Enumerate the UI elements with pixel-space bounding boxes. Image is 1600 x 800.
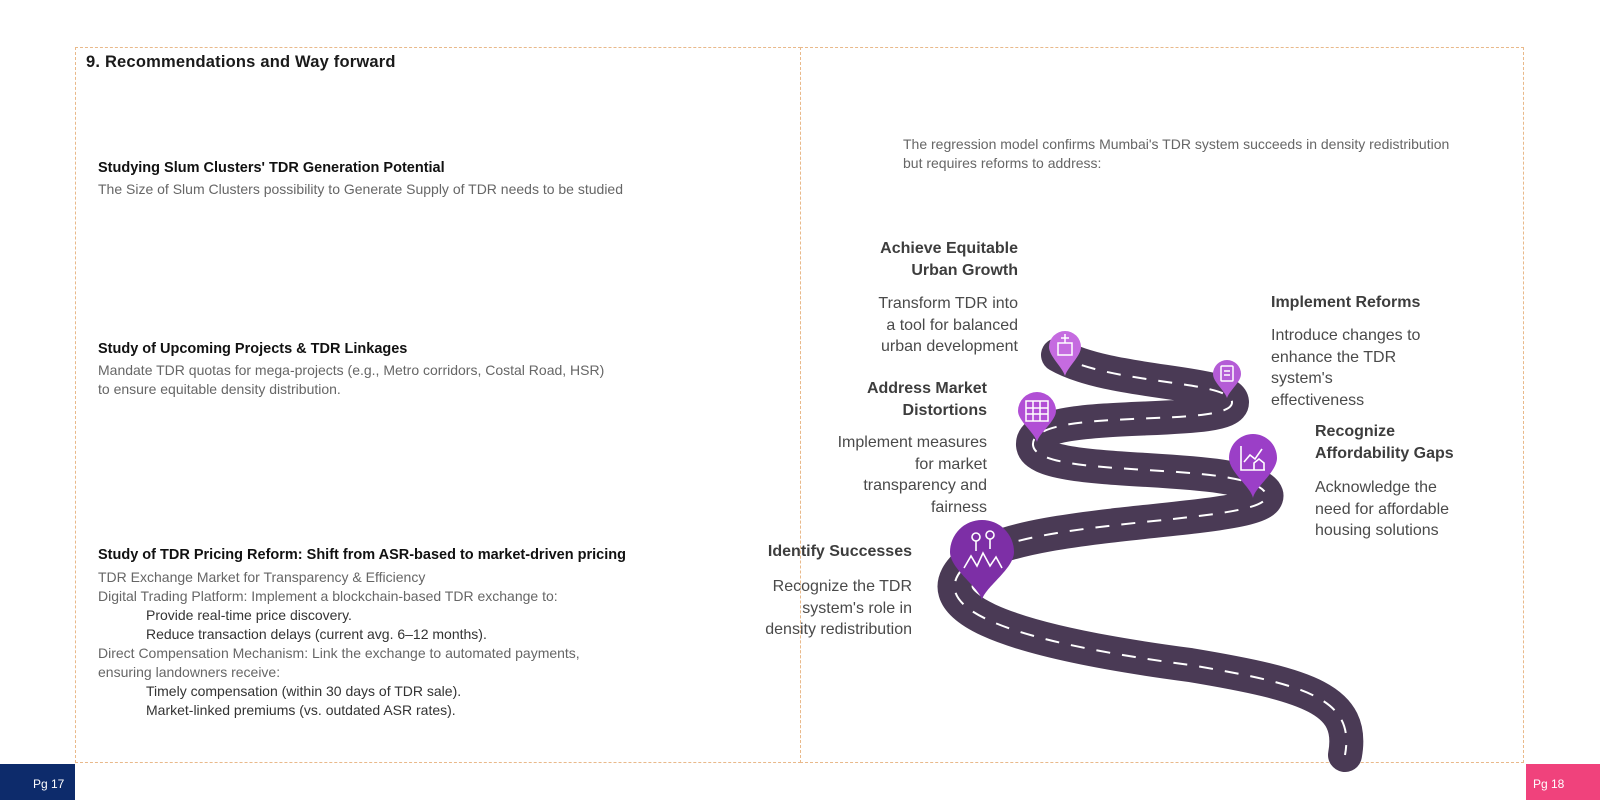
step-title-address-market: Address Market Distortions <box>866 380 987 419</box>
section-text-pricing-reform: TDR Exchange Market for Transparency & E… <box>98 568 580 720</box>
pin-achieve-equitable <box>1049 331 1081 376</box>
step-title-identify-successes: Identify Successes <box>767 543 912 560</box>
text-line: Market-linked premiums (vs. outdated ASR… <box>146 702 456 718</box>
house-chart-icon <box>1240 446 1265 471</box>
step-desc-address-market: Implement measures for market transparen… <box>837 434 987 516</box>
page-number-left: Pg 17 <box>33 777 65 791</box>
pin-address-market <box>1018 392 1056 442</box>
text-line: Provide real-time price discovery. <box>146 607 352 623</box>
section-title-slum-clusters: Studying Slum Clusters' TDR Generation P… <box>98 160 445 176</box>
step-desc-implement-reforms: Introduce changes to enhance the TDR sys… <box>1271 327 1421 409</box>
page-number-right: Pg 18 <box>1533 777 1565 791</box>
section-text-upcoming-projects: Mandate TDR quotas for mega-projects (e.… <box>98 361 604 399</box>
step-title-achieve-equitable: Achieve Equitable Urban Growth <box>880 240 1018 279</box>
text-line: Digital Trading Platform: Implement a bl… <box>98 588 558 604</box>
pin-recognize-affordability <box>1229 434 1277 498</box>
road-dashes <box>953 354 1348 756</box>
bar-chart-icon <box>1025 400 1049 422</box>
step-title-recognize-affordability: Recognize Affordability Gaps <box>1315 423 1454 462</box>
city-icon <box>1057 334 1073 356</box>
text-line: TDR Exchange Market for Transparency & E… <box>98 569 426 585</box>
pin-identify-successes <box>950 520 1014 600</box>
step-desc-achieve-equitable: Transform TDR into a tool for balanced u… <box>878 295 1018 355</box>
footer-left-bar <box>0 764 75 800</box>
page-heading: 9. Recommendations and Way forward <box>86 53 396 71</box>
section-text-slum-clusters: The Size of Slum Clusters possibility to… <box>98 180 623 199</box>
step-title-implement-reforms: Implement Reforms <box>1271 294 1421 311</box>
section-title-pricing-reform: Study of TDR Pricing Reform: Shift from … <box>98 547 626 563</box>
pin-implement-reforms <box>1213 360 1241 398</box>
text-line: ensuring landowners receive: <box>98 664 281 680</box>
intro-text: The regression model confirms Mumbai's T… <box>903 136 1450 171</box>
text-line: Mandate TDR quotas for mega-projects (e.… <box>98 362 605 378</box>
text-line: Direct Compensation Mechanism: Link the … <box>98 645 580 661</box>
section-title-upcoming-projects: Study of Upcoming Projects & TDR Linkage… <box>98 341 408 357</box>
text-line: Reduce transaction delays (current avg. … <box>146 626 487 642</box>
step-desc-recognize-affordability: Acknowledge the need for affordable hous… <box>1315 479 1450 539</box>
checklist-icon <box>1220 365 1234 382</box>
text-line: to ensure equitable density distribution… <box>98 381 341 397</box>
footer-right-bar <box>1526 764 1600 800</box>
right-page-frame <box>800 47 1524 763</box>
trees-icon <box>963 530 1003 569</box>
text-line: Timely compensation (within 30 days of T… <box>146 683 462 699</box>
text-line: The Size of Slum Clusters possibility to… <box>98 181 624 197</box>
step-desc-identify-successes: Recognize the TDR system's role in densi… <box>765 578 912 638</box>
